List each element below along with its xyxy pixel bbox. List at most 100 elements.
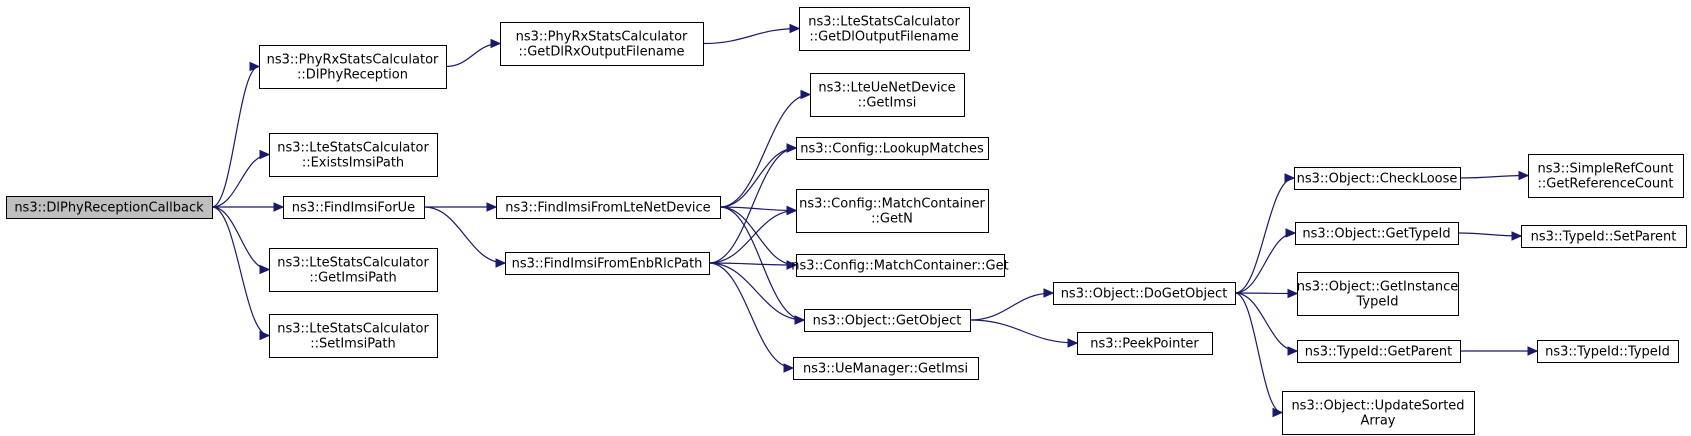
edge-arrowhead [786, 143, 798, 153]
edge-arrowhead [259, 149, 271, 160]
edge-arrowhead [1067, 338, 1079, 348]
node-label: ns3::TypeId::GetParent [1305, 345, 1453, 360]
node-label: ns3::LteStatsCalculator [808, 15, 960, 30]
edge-line [708, 262, 805, 321]
node-label: ns3::LteUeNetDevice [818, 81, 955, 96]
edge-n0-n4 [211, 149, 271, 208]
edge-line [708, 209, 797, 264]
node-label: ::ExistsImsiPath [302, 156, 404, 171]
node-box [1294, 167, 1461, 190]
edge-n16-n21 [1234, 292, 1299, 356]
edge-arrowhead [1511, 231, 1523, 241]
node-peek-pointer[interactable]: ns3::PeekPointer [1077, 332, 1213, 355]
node-label: ns3::Config::MatchContainer [799, 197, 985, 212]
edge-arrowhead [1527, 346, 1539, 356]
node-label: ns3::LteStatsCalculator [277, 322, 429, 337]
node-object-check-loose[interactable]: ns3::Object::CheckLoose [1294, 167, 1461, 190]
node-find-imsi-from-lte-net-device[interactable]: ns3::FindImsiFromLteNetDevice [496, 196, 721, 219]
node-config-match-container-get[interactable]: ns3::Config::MatchContainer::Get [791, 254, 1009, 277]
node-object-get-type-id[interactable]: ns3::Object::GetTypeId [1295, 222, 1459, 245]
edge-arrowhead [783, 363, 795, 373]
node-label: ns3::Config::MatchContainer::Get [791, 259, 1008, 274]
node-dl-phy-reception-callback[interactable]: ns3::DlPhyReceptionCallback [6, 196, 213, 219]
node-label: ns3::Object::DoGetObject [1061, 287, 1228, 302]
node-label: ns3::LteStatsCalculator [277, 141, 429, 156]
edge-line [211, 65, 260, 208]
edge-arrowhead [490, 38, 502, 49]
edge-line [708, 262, 794, 369]
edge-n7-n11 [708, 143, 798, 264]
node-label: Array [1360, 414, 1395, 429]
edge-arrowhead [1043, 288, 1055, 298]
node-box [269, 314, 438, 358]
node-type-id-type-id[interactable]: ns3::TypeId::TypeId [1537, 340, 1679, 363]
edge-n16-n18 [1234, 173, 1296, 294]
edge-line [1234, 177, 1295, 294]
edge-arrowhead [249, 61, 261, 72]
edge-arrowhead [1518, 170, 1530, 181]
function-nodes: ns3::DlPhyReceptionCallback ns3::PhyRxSta… [6, 7, 1687, 435]
node-find-imsi-from-enb-rlc-path[interactable]: ns3::FindImsiFromEnbRlcPath [505, 252, 710, 275]
edge-arrowhead [786, 205, 798, 216]
edge-n16-n19 [1234, 228, 1297, 294]
node-phy-rx-stats-calculator-dl-phy-reception[interactable]: ns3::PhyRxStatsCalculator::DlPhyReceptio… [259, 45, 447, 89]
edge-n16-n20 [1234, 288, 1299, 299]
node-lte-stats-calculator-get-imsi-path[interactable]: ns3::LteStatsCalculator::GetImsiPath [269, 248, 438, 292]
call-edges [211, 23, 1539, 418]
node-type-id-set-parent[interactable]: ns3::TypeId::SetParent [1521, 225, 1687, 248]
edge-n6-n11 [719, 143, 798, 208]
edge-n1-n2 [445, 38, 502, 68]
node-label: TypeId [1356, 295, 1399, 310]
node-phy-rx-stats-calculator-get-dl-rx-output-filename[interactable]: ns3::PhyRxStatsCalculator::GetDlRxOutput… [500, 22, 704, 66]
node-box [1053, 282, 1236, 305]
edge-arrowhead [259, 330, 271, 341]
edge-line [211, 206, 270, 337]
node-find-imsi-for-ue[interactable]: ns3::FindImsiForUe [283, 196, 425, 219]
node-box [799, 7, 970, 51]
node-box [1297, 340, 1461, 363]
node-label: ns3::TypeId::SetParent [1531, 230, 1677, 245]
edge-line [969, 292, 1054, 321]
node-lte-stats-calculator-exists-imsi-path[interactable]: ns3::LteStatsCalculator::ExistsImsiPath [269, 133, 438, 177]
node-label: ::GetDlOutputFilename [809, 30, 958, 45]
edge-n21-n25 [1459, 346, 1539, 356]
node-box [810, 73, 965, 117]
node-lte-ue-net-device-get-imsi[interactable]: ns3::LteUeNetDevice::GetImsi [810, 73, 965, 117]
node-object-do-get-object[interactable]: ns3::Object::DoGetObject [1053, 282, 1236, 305]
node-object-get-object[interactable]: ns3::Object::GetObject [804, 309, 971, 332]
node-box [496, 196, 721, 219]
node-label: ns3::UeManager::GetImsi [803, 362, 968, 377]
edge-arrowhead [1284, 173, 1296, 183]
edge-n7-n14 [708, 262, 806, 325]
edge-arrowhead [495, 258, 507, 268]
node-simple-ref-count-get-reference-count[interactable]: ns3::SimpleRefCount::GetReferenceCount [1528, 154, 1684, 198]
node-config-lookup-matches[interactable]: ns3::Config::LookupMatches [796, 137, 989, 160]
node-label: ::GetImsiPath [309, 271, 396, 286]
node-lte-stats-calculator-get-dl-output-filename[interactable]: ns3::LteStatsCalculator::GetDlOutputFile… [799, 7, 970, 51]
edge-arrowhead [1287, 288, 1299, 299]
node-box [1537, 340, 1679, 363]
edge-line [1234, 232, 1296, 294]
edge-arrowhead [486, 202, 498, 212]
edge-arrowhead [1272, 407, 1284, 418]
node-box [793, 357, 979, 380]
node-box [269, 133, 438, 177]
edge-n5-n6 [423, 202, 498, 212]
node-label: ns3::TypeId::TypeId [1545, 345, 1670, 360]
edge-line [211, 206, 270, 271]
edge-line [708, 262, 797, 266]
node-box [6, 196, 213, 219]
edge-line [702, 27, 800, 45]
node-type-id-get-parent[interactable]: ns3::TypeId::GetParent [1297, 340, 1461, 363]
node-box [1077, 332, 1213, 355]
node-box [1528, 154, 1684, 198]
node-ue-manager-get-imsi[interactable]: ns3::UeManager::GetImsi [793, 357, 979, 380]
edge-n19-n24 [1457, 231, 1523, 241]
edge-n7-n12 [708, 205, 798, 264]
node-lte-stats-calculator-set-imsi-path[interactable]: ns3::LteStatsCalculator::SetImsiPath [269, 314, 438, 358]
node-config-match-container-get-n[interactable]: ns3::Config::MatchContainer::GetN [796, 189, 989, 233]
node-box [269, 248, 438, 292]
